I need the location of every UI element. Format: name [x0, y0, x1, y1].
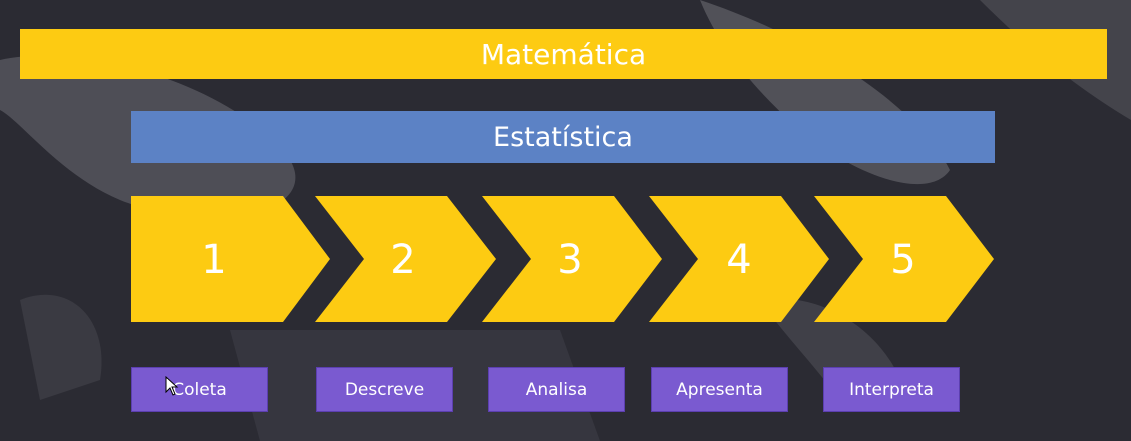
chevron-step-1 — [131, 196, 330, 322]
chevron-step-3 — [482, 196, 662, 322]
step-number-3: 3 — [557, 237, 582, 283]
step-label-interpreta: Interpreta — [823, 367, 960, 412]
step-number-4: 4 — [726, 237, 751, 283]
chevron-step-4 — [649, 196, 829, 322]
banner-estatistica: Estatística — [131, 111, 995, 163]
banner-matematica: Matemática — [20, 29, 1107, 79]
step-label-coleta: Coleta — [131, 367, 268, 412]
chevron-step-2 — [315, 196, 496, 322]
chevron-step-5 — [814, 196, 994, 322]
step-number-2: 2 — [390, 237, 415, 283]
step-number-1: 1 — [201, 237, 226, 283]
step-number-5: 5 — [890, 237, 915, 283]
step-label-analisa: Analisa — [488, 367, 625, 412]
step-label-descreve: Descreve — [316, 367, 453, 412]
mouse-pointer-icon — [165, 376, 179, 396]
step-label-apresenta: Apresenta — [651, 367, 788, 412]
